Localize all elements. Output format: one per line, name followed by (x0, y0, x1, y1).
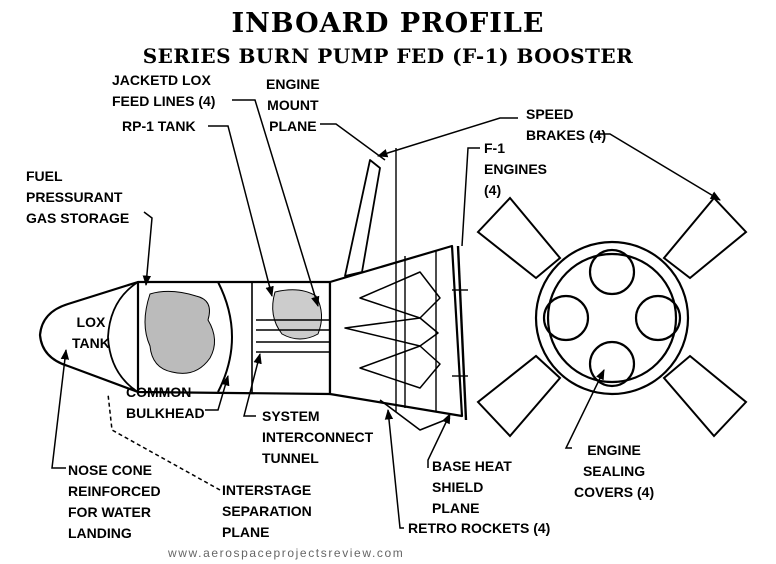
sealing-cover-top (588, 248, 636, 296)
speed-brake (344, 159, 381, 277)
label-rp1-tank: RP-1 TANK (122, 118, 196, 134)
leader-lines (51, 99, 721, 529)
sealing-cover-right (634, 294, 682, 342)
label-retro-rockets: RETRO ROCKETS (4) (408, 520, 551, 536)
watermark-text: www.aerospaceprojectsreview.com (168, 546, 405, 560)
end-view-outer-ring (534, 240, 690, 396)
booster-end-view (476, 196, 748, 438)
insulation-patch (144, 290, 215, 374)
page-subtitle: SERIES BURN PUMP FED (F-1) BOOSTER (142, 44, 634, 68)
page-title: INBOARD PROFILE (231, 8, 545, 39)
sealing-cover-left (542, 294, 590, 342)
sealing-cover-bottom (588, 340, 636, 388)
booster-side-profile (38, 148, 468, 431)
